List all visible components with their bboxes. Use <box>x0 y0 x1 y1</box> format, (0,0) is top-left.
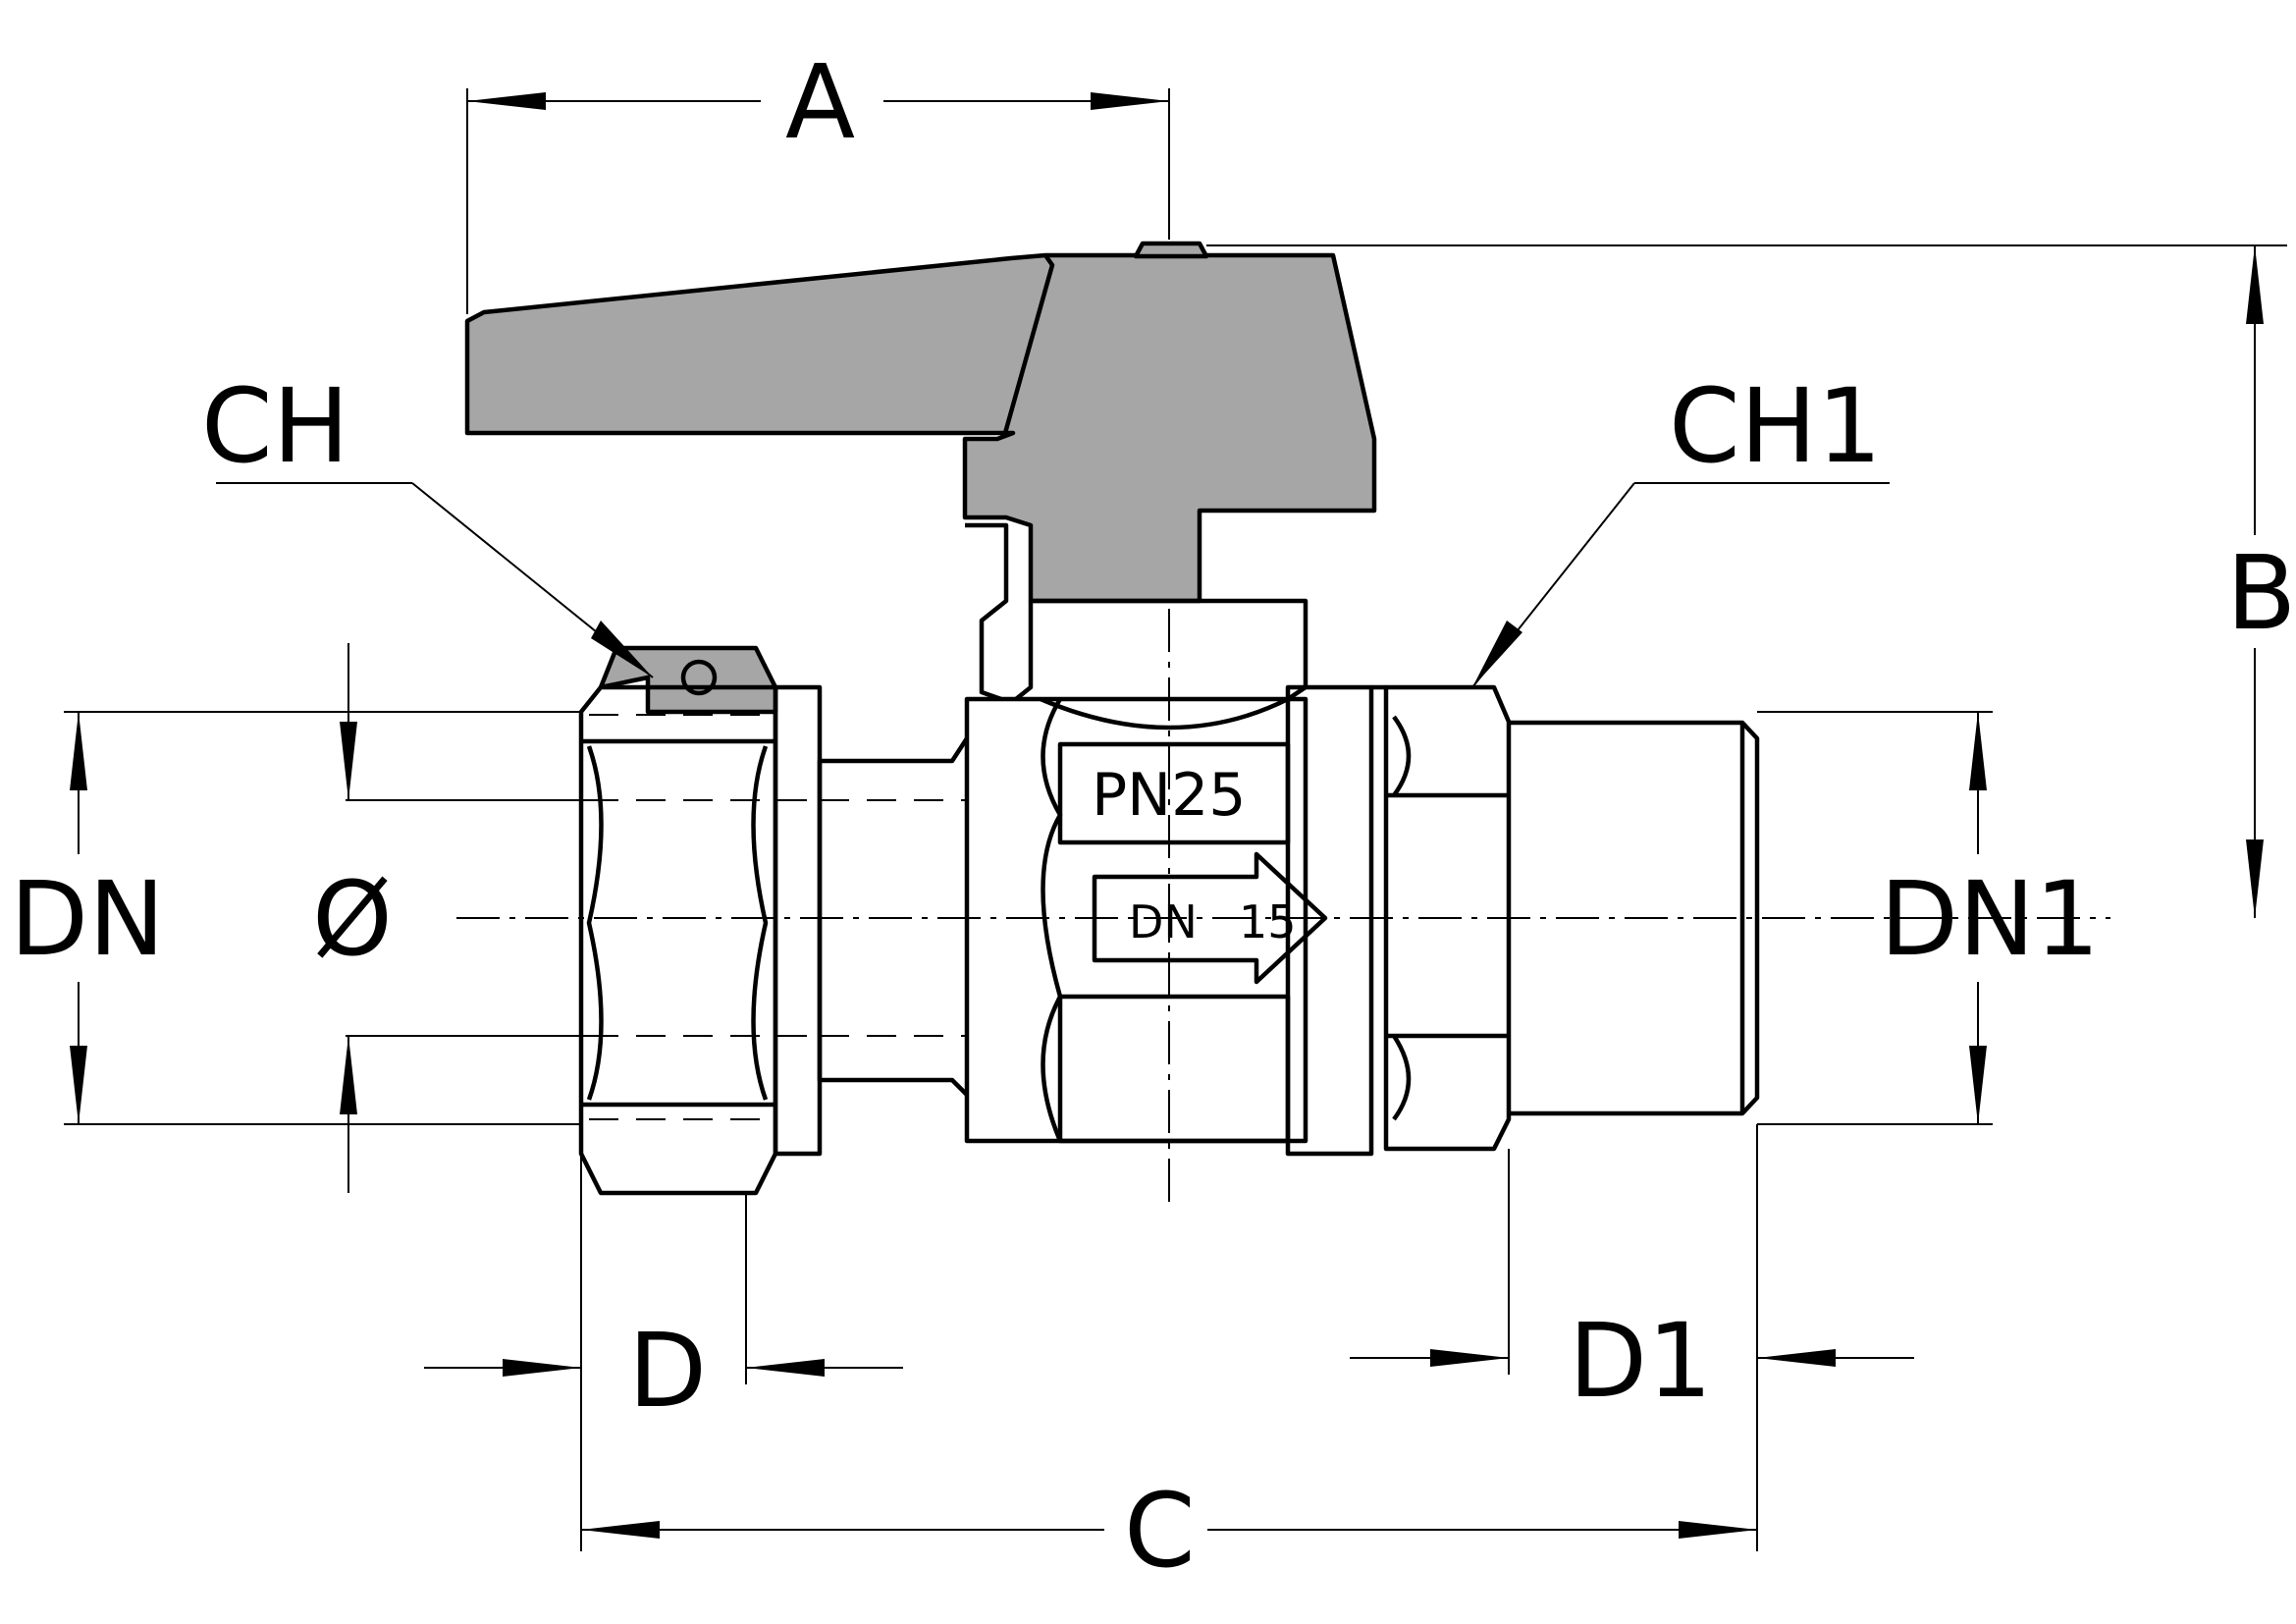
dn-arrow-top <box>70 712 87 790</box>
dim-b-arrow-bottom <box>2246 839 2264 918</box>
dn-label: DN <box>10 859 165 979</box>
ch-label: CH <box>201 366 349 486</box>
dim-a-arrow-left <box>467 92 546 110</box>
handle-top-stub <box>1133 241 1209 259</box>
right-hex-nut <box>1383 684 1512 1152</box>
body-left-bulge <box>1041 697 1063 1142</box>
d1-arrow-left <box>1430 1349 1509 1367</box>
dn-arrow-bottom <box>70 1046 87 1124</box>
body-upper-band <box>1040 696 1290 731</box>
pressure-lower-box <box>1057 994 1291 1144</box>
bonnet <box>1031 598 1308 701</box>
valve-stem <box>965 522 1034 702</box>
dn1-label: DN1 <box>1880 859 2100 979</box>
dim-b-label: B <box>2226 533 2296 653</box>
c-arrow-right <box>1679 1521 1757 1539</box>
d1-arrow-right <box>1757 1349 1836 1367</box>
dim-b-arrow-top <box>2246 245 2264 324</box>
diameter-label: Ø <box>312 859 393 979</box>
dia-arrow-top <box>340 722 357 800</box>
d-label: D <box>628 1311 707 1431</box>
ch1-leader-arrow <box>1472 621 1522 687</box>
ch1-label: CH1 <box>1669 366 1882 486</box>
dim-a-arrow-right <box>1091 92 1169 110</box>
tail-pipe <box>817 736 969 1097</box>
seal-hole <box>680 659 718 696</box>
dn1-arrow-top <box>1969 712 1987 790</box>
ch-leader-arrow <box>591 621 653 677</box>
d1-label: D1 <box>1569 1301 1712 1421</box>
union-flange <box>773 684 823 1157</box>
dn1-arrow-bottom <box>1969 1046 1987 1124</box>
c-arrow-left <box>581 1521 660 1539</box>
flow-direction-arrow <box>1092 851 1328 985</box>
male-thread-end <box>1509 720 1760 1116</box>
c-label: C <box>1124 1471 1196 1591</box>
dim-a-label: A <box>785 42 855 162</box>
lever-edge <box>1002 253 1055 434</box>
d-arrow-left <box>503 1359 581 1377</box>
lever-handle <box>464 252 1377 604</box>
d-arrow-right <box>746 1359 825 1377</box>
size-label: DN <box>1129 895 1198 948</box>
dia-arrow-bottom <box>340 1036 357 1114</box>
union-hex-faces <box>581 738 775 1108</box>
right-hex-faces <box>1386 715 1509 1121</box>
pressure-rating: PN25 <box>1092 761 1246 830</box>
union-hex-nut <box>578 684 778 1196</box>
body-right-collar <box>1285 684 1374 1157</box>
